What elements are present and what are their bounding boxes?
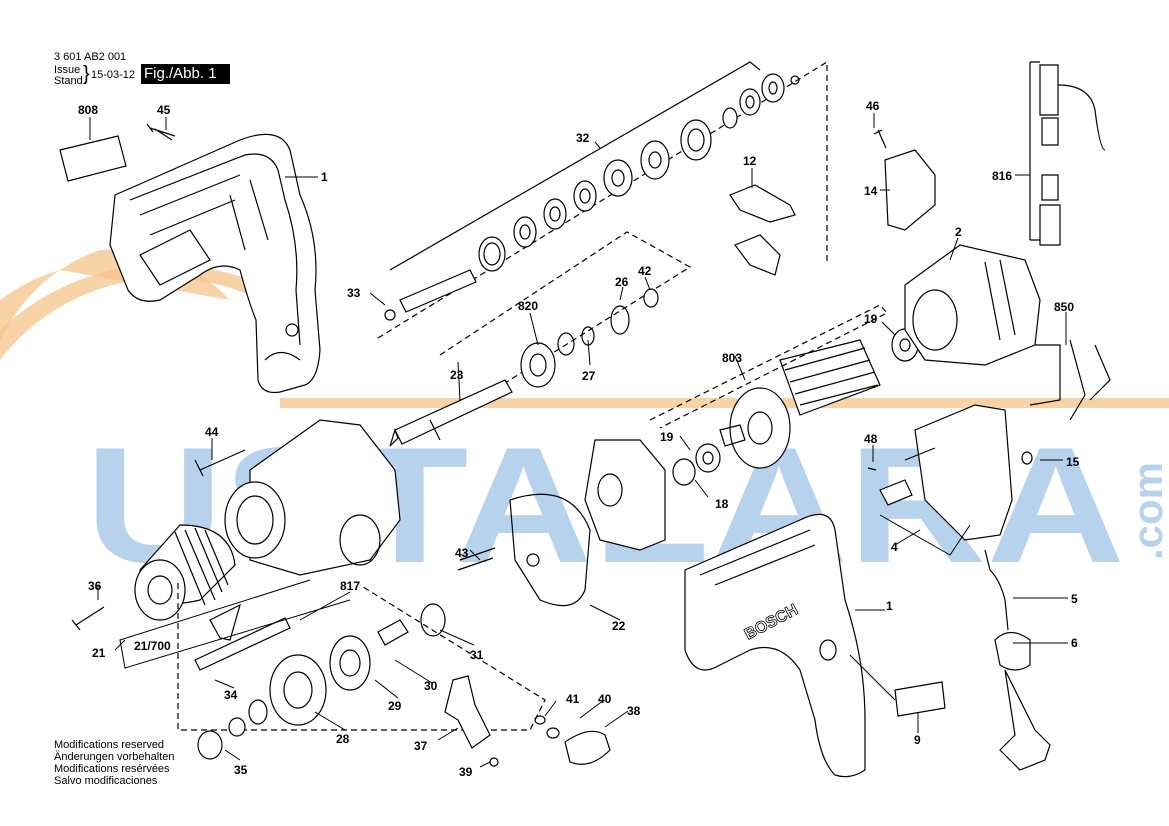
stator [904, 244, 1041, 366]
part-label-4: 4 [891, 540, 898, 554]
lower-gears [177, 547, 546, 760]
housing-half-left [109, 133, 321, 394]
part-label-42: 42 [638, 264, 652, 278]
issue-label: Issue [54, 64, 81, 76]
selector-knob [534, 715, 611, 765]
watermark-suffix: .com [1124, 462, 1169, 560]
drill-chuck [71, 524, 291, 671]
part-label-40: 40 [598, 692, 612, 706]
doc-number: 3 601 AB2 001 [54, 51, 127, 63]
part-label-1-bottom: 1 [886, 599, 893, 613]
part-label-19-top: 19 [864, 312, 878, 326]
part-label-820: 820 [518, 299, 538, 313]
part-label-22: 22 [612, 619, 626, 633]
figure-label: Fig./Abb. 1 [141, 64, 230, 84]
part-label-12: 12 [743, 154, 757, 168]
part-label-2: 2 [955, 225, 962, 239]
label-plate [59, 135, 127, 182]
brush-holder-14 [884, 149, 936, 231]
part-label-18: 18 [715, 497, 729, 511]
part-label-41: 41 [566, 692, 580, 706]
power-cable [984, 549, 1051, 771]
part-label-28: 28 [336, 732, 350, 746]
part-label-21: 21 [92, 646, 106, 660]
part-label-803: 803 [722, 351, 742, 365]
wires [1029, 339, 1111, 421]
issue-brace: } [83, 63, 90, 85]
part-label-34: 34 [224, 688, 238, 702]
armature [649, 304, 919, 486]
part-label-35: 35 [234, 763, 248, 777]
part-label-808: 808 [78, 103, 98, 117]
part-label-43: 43 [455, 546, 469, 560]
part-label-38: 38 [627, 704, 641, 718]
part-label-816: 816 [992, 169, 1012, 183]
brush-spring-12 [729, 184, 796, 223]
housing-half-right [684, 513, 866, 778]
drive-shaft [389, 379, 513, 447]
leader-lines [89, 113, 1068, 768]
shift-lever [444, 675, 491, 749]
part-label-39: 39 [459, 765, 473, 779]
label-plate-9 [894, 681, 946, 717]
part-label-32: 32 [576, 131, 590, 145]
part-label-36: 36 [88, 579, 102, 593]
part-label-9: 9 [914, 733, 921, 747]
part-label-29: 29 [388, 699, 402, 713]
gear-train [377, 60, 828, 339]
screw-46 [873, 129, 887, 149]
part-label-46: 46 [866, 99, 880, 113]
part-labels: 808 45 1 32 12 46 14 816 2 33 820 26 42 … [78, 99, 1080, 779]
part-label-1-top: 1 [321, 170, 328, 184]
gear-housing [194, 419, 401, 576]
part-label-15: 15 [1066, 455, 1080, 469]
motor-cover [584, 439, 666, 551]
part-label-6: 6 [1071, 636, 1078, 650]
part-label-31: 31 [470, 648, 484, 662]
part-label-27: 27 [582, 369, 596, 383]
part-label-37: 37 [414, 739, 428, 753]
modifications-notice: Modifications reserved Änderungen vorbeh… [54, 739, 174, 787]
footer-line-en: Modifications reserved [54, 739, 165, 751]
footer-line-de: Änderungen vorbehalten [54, 751, 175, 763]
footer-line-es: Salvo modificaciones [54, 775, 158, 787]
part-label-45: 45 [157, 103, 171, 117]
part-label-33: 33 [347, 286, 361, 300]
trigger-switch [867, 404, 1033, 541]
part-label-850: 850 [1054, 300, 1074, 314]
pin-39 [489, 757, 499, 767]
part-label-30: 30 [424, 679, 438, 693]
part-label-26: 26 [615, 275, 629, 289]
issue-date: 15-03-12 [91, 69, 136, 81]
part-label-5: 5 [1071, 592, 1078, 606]
part-label-19-bottom: 19 [660, 430, 674, 444]
part-label-23: 23 [450, 368, 464, 382]
part-label-21-700: 21/700 [134, 639, 171, 653]
part-label-817: 817 [340, 579, 360, 593]
part-label-44: 44 [205, 425, 219, 439]
gasket [509, 493, 591, 607]
stand-label: Stand [54, 75, 83, 87]
brush-spring [734, 234, 781, 276]
part-label-48: 48 [864, 432, 878, 446]
carbon-brushes [1029, 61, 1106, 246]
bearing-group [439, 231, 692, 389]
screw-45 [146, 123, 176, 141]
part-label-14: 14 [864, 184, 878, 198]
footer-line-fr: Modifications resérvées [54, 763, 170, 775]
